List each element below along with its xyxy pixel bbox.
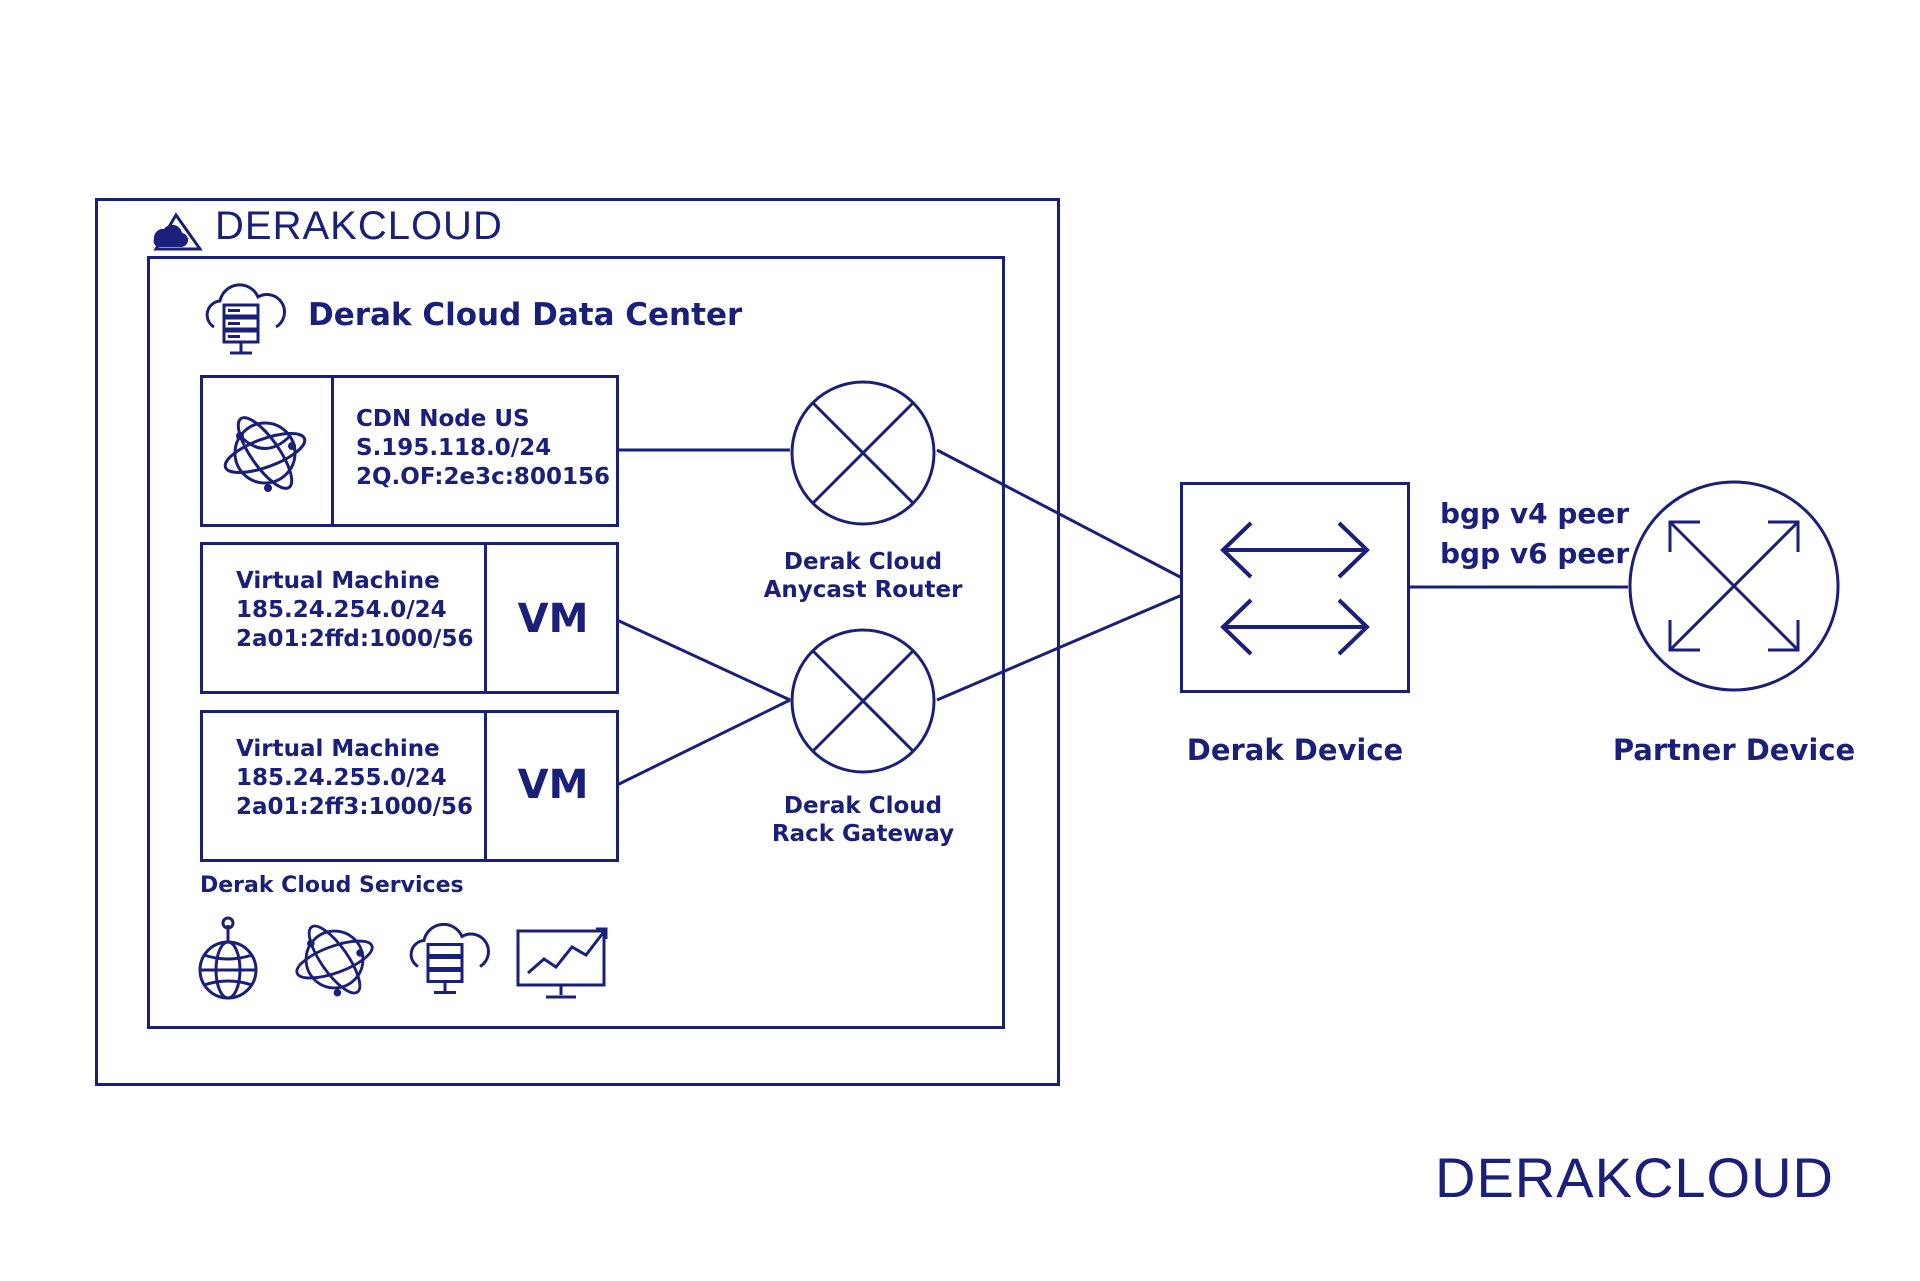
partner-device-icon: [1628, 480, 1840, 692]
derak-device-label: Derak Device: [1186, 733, 1404, 767]
bidirectional-arrows-icon: [1220, 521, 1370, 656]
vm2-tag: VM: [517, 762, 589, 808]
peering-labels: bgp v4 peer bgp v6 peer: [1440, 494, 1629, 574]
data-center-container: [147, 256, 1005, 1029]
vm1-ipv4: 185.24.254.0/24: [236, 597, 447, 623]
vm2-ipv4: 185.24.255.0/24: [236, 765, 447, 791]
anycast-router-icon: [790, 380, 936, 526]
anycast-router-label-line1: Derak Cloud: [783, 549, 943, 575]
rack-gateway-label-line1: Derak Cloud: [783, 793, 943, 819]
vm1-divider: [484, 542, 487, 694]
rack-gateway-label-line2: Rack Gateway: [771, 821, 955, 847]
globe-orbit-icon: [295, 924, 374, 997]
globe-orbit-icon: [223, 416, 307, 492]
vm1-to-rack-link: [616, 618, 791, 702]
vm2-ipv6: 2a01:2ff3:1000/56: [236, 794, 473, 820]
bgp-v4-peer-label: bgp v4 peer: [1440, 497, 1630, 530]
chart-monitor-icon: [516, 927, 608, 999]
data-center-title: Derak Cloud Data Center: [308, 297, 743, 333]
cdn-node-ipv6: 2Q.OF:2e3c:800156: [356, 464, 610, 490]
cloud-server-icon: [205, 283, 286, 355]
partner-device-label: Partner Device: [1612, 733, 1856, 767]
anycast-router-label: Derak Cloud Anycast Router: [743, 548, 983, 604]
globe-pin-icon: [198, 916, 258, 1000]
brand-logo-bottom: DERAKCLOUD: [1435, 1146, 1834, 1209]
bgp-v6-peer-label: bgp v6 peer: [1440, 537, 1630, 570]
cloud-server-icon: [409, 922, 490, 994]
vm2-divider: [484, 710, 487, 862]
vm2-box: [200, 710, 619, 862]
services-label: Derak Cloud Services: [200, 873, 464, 898]
cdn-node-text: CDN Node US S.195.118.0/24 2Q.OF:2e3c:80…: [356, 405, 610, 492]
cdn-node-name: CDN Node US: [356, 406, 530, 432]
derak-device-box: [1180, 482, 1410, 693]
anycast-router-label-line2: Anycast Router: [763, 577, 963, 603]
rack-gateway-icon: [790, 628, 936, 774]
outer-brand-container: [95, 198, 1060, 1086]
vm1-ipv6: 2a01:2ffd:1000/56: [236, 626, 474, 652]
vm1-name: Virtual Machine: [236, 568, 440, 594]
cdn-node-ipv4: S.195.118.0/24: [356, 435, 552, 461]
vm1-text: Virtual Machine 185.24.254.0/24 2a01:2ff…: [236, 567, 473, 654]
brand-logo-top: DERAKCLOUD: [215, 204, 503, 248]
cloud-mountain-logo-icon: [153, 212, 203, 251]
vm1-box: [200, 542, 619, 694]
vm2-name: Virtual Machine: [236, 736, 440, 762]
vm1-tag: VM: [517, 596, 589, 642]
rack-gateway-label: Derak Cloud Rack Gateway: [743, 792, 983, 848]
cdn-node-box: [200, 375, 619, 527]
cdn-node-divider: [331, 375, 334, 527]
vm2-to-rack-link: [616, 698, 791, 787]
vm2-text: Virtual Machine 185.24.255.0/24 2a01:2ff…: [236, 735, 473, 822]
